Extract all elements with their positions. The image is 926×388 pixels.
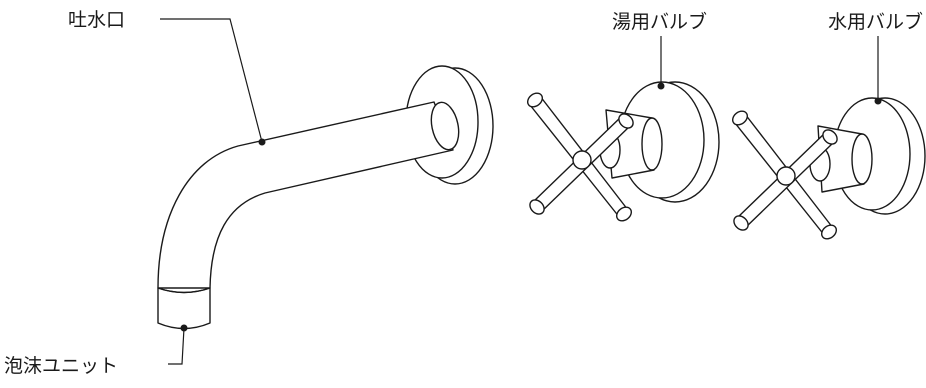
spout-label: 吐水口 (68, 9, 125, 31)
cold-valve-callout-dot (874, 97, 882, 105)
hot-valve-callout (657, 36, 665, 90)
hot-valve-label: 湯用バルブ (612, 10, 707, 33)
aerator-callout (168, 324, 188, 365)
spout-pipe (157, 101, 454, 289)
aerator (157, 287, 211, 330)
hot-valve-cross-handle (526, 92, 634, 222)
spout-pipe-end (430, 101, 460, 151)
hot-valve (526, 81, 720, 222)
cold-valve (731, 97, 926, 240)
spout (157, 65, 494, 330)
spout-callout-dot (258, 138, 266, 146)
aerator-callout-dot (180, 324, 188, 332)
aerator-label: 泡沫ユニット (4, 355, 118, 377)
cold-valve-label: 水用バルブ (828, 10, 923, 33)
spout-callout (160, 18, 266, 146)
hot-valve-callout-dot (657, 82, 665, 90)
cold-valve-stem (809, 125, 873, 193)
cold-valve-cross-handle (731, 110, 838, 240)
cold-valve-callout (874, 36, 882, 105)
